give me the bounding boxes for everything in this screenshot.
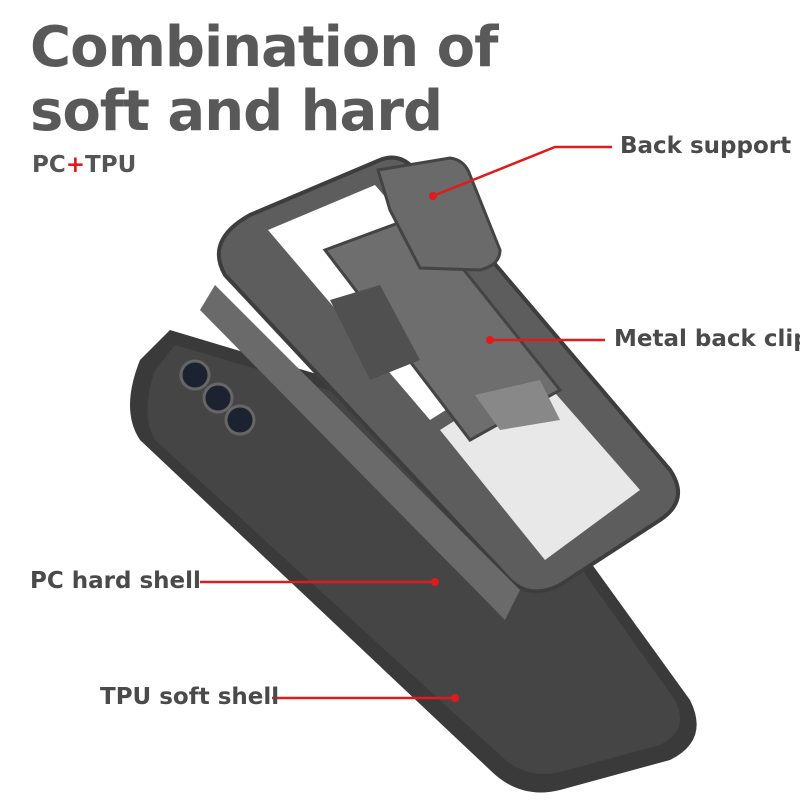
label-pc-hard-shell: PC hard shell: [30, 568, 201, 594]
back-support: [376, 156, 502, 272]
tpu-soft-shell: [130, 330, 697, 793]
title-line-2: soft and hard: [30, 79, 443, 144]
material-subtitle: PC+TPU: [32, 152, 136, 178]
label-tpu-soft-shell: TPU soft shell: [100, 684, 280, 710]
callout-lines: [200, 145, 612, 700]
metal-back-clip: [322, 213, 563, 442]
title-line-1: Combination of: [30, 15, 498, 80]
label-back-support: Back support: [620, 133, 792, 159]
subtitle-tpu: TPU: [85, 152, 137, 178]
subtitle-pc: PC: [32, 152, 66, 178]
subtitle-plus: +: [65, 152, 86, 178]
callout-dots: [429, 192, 494, 702]
label-metal-back-clip: Metal back clip: [614, 326, 800, 352]
